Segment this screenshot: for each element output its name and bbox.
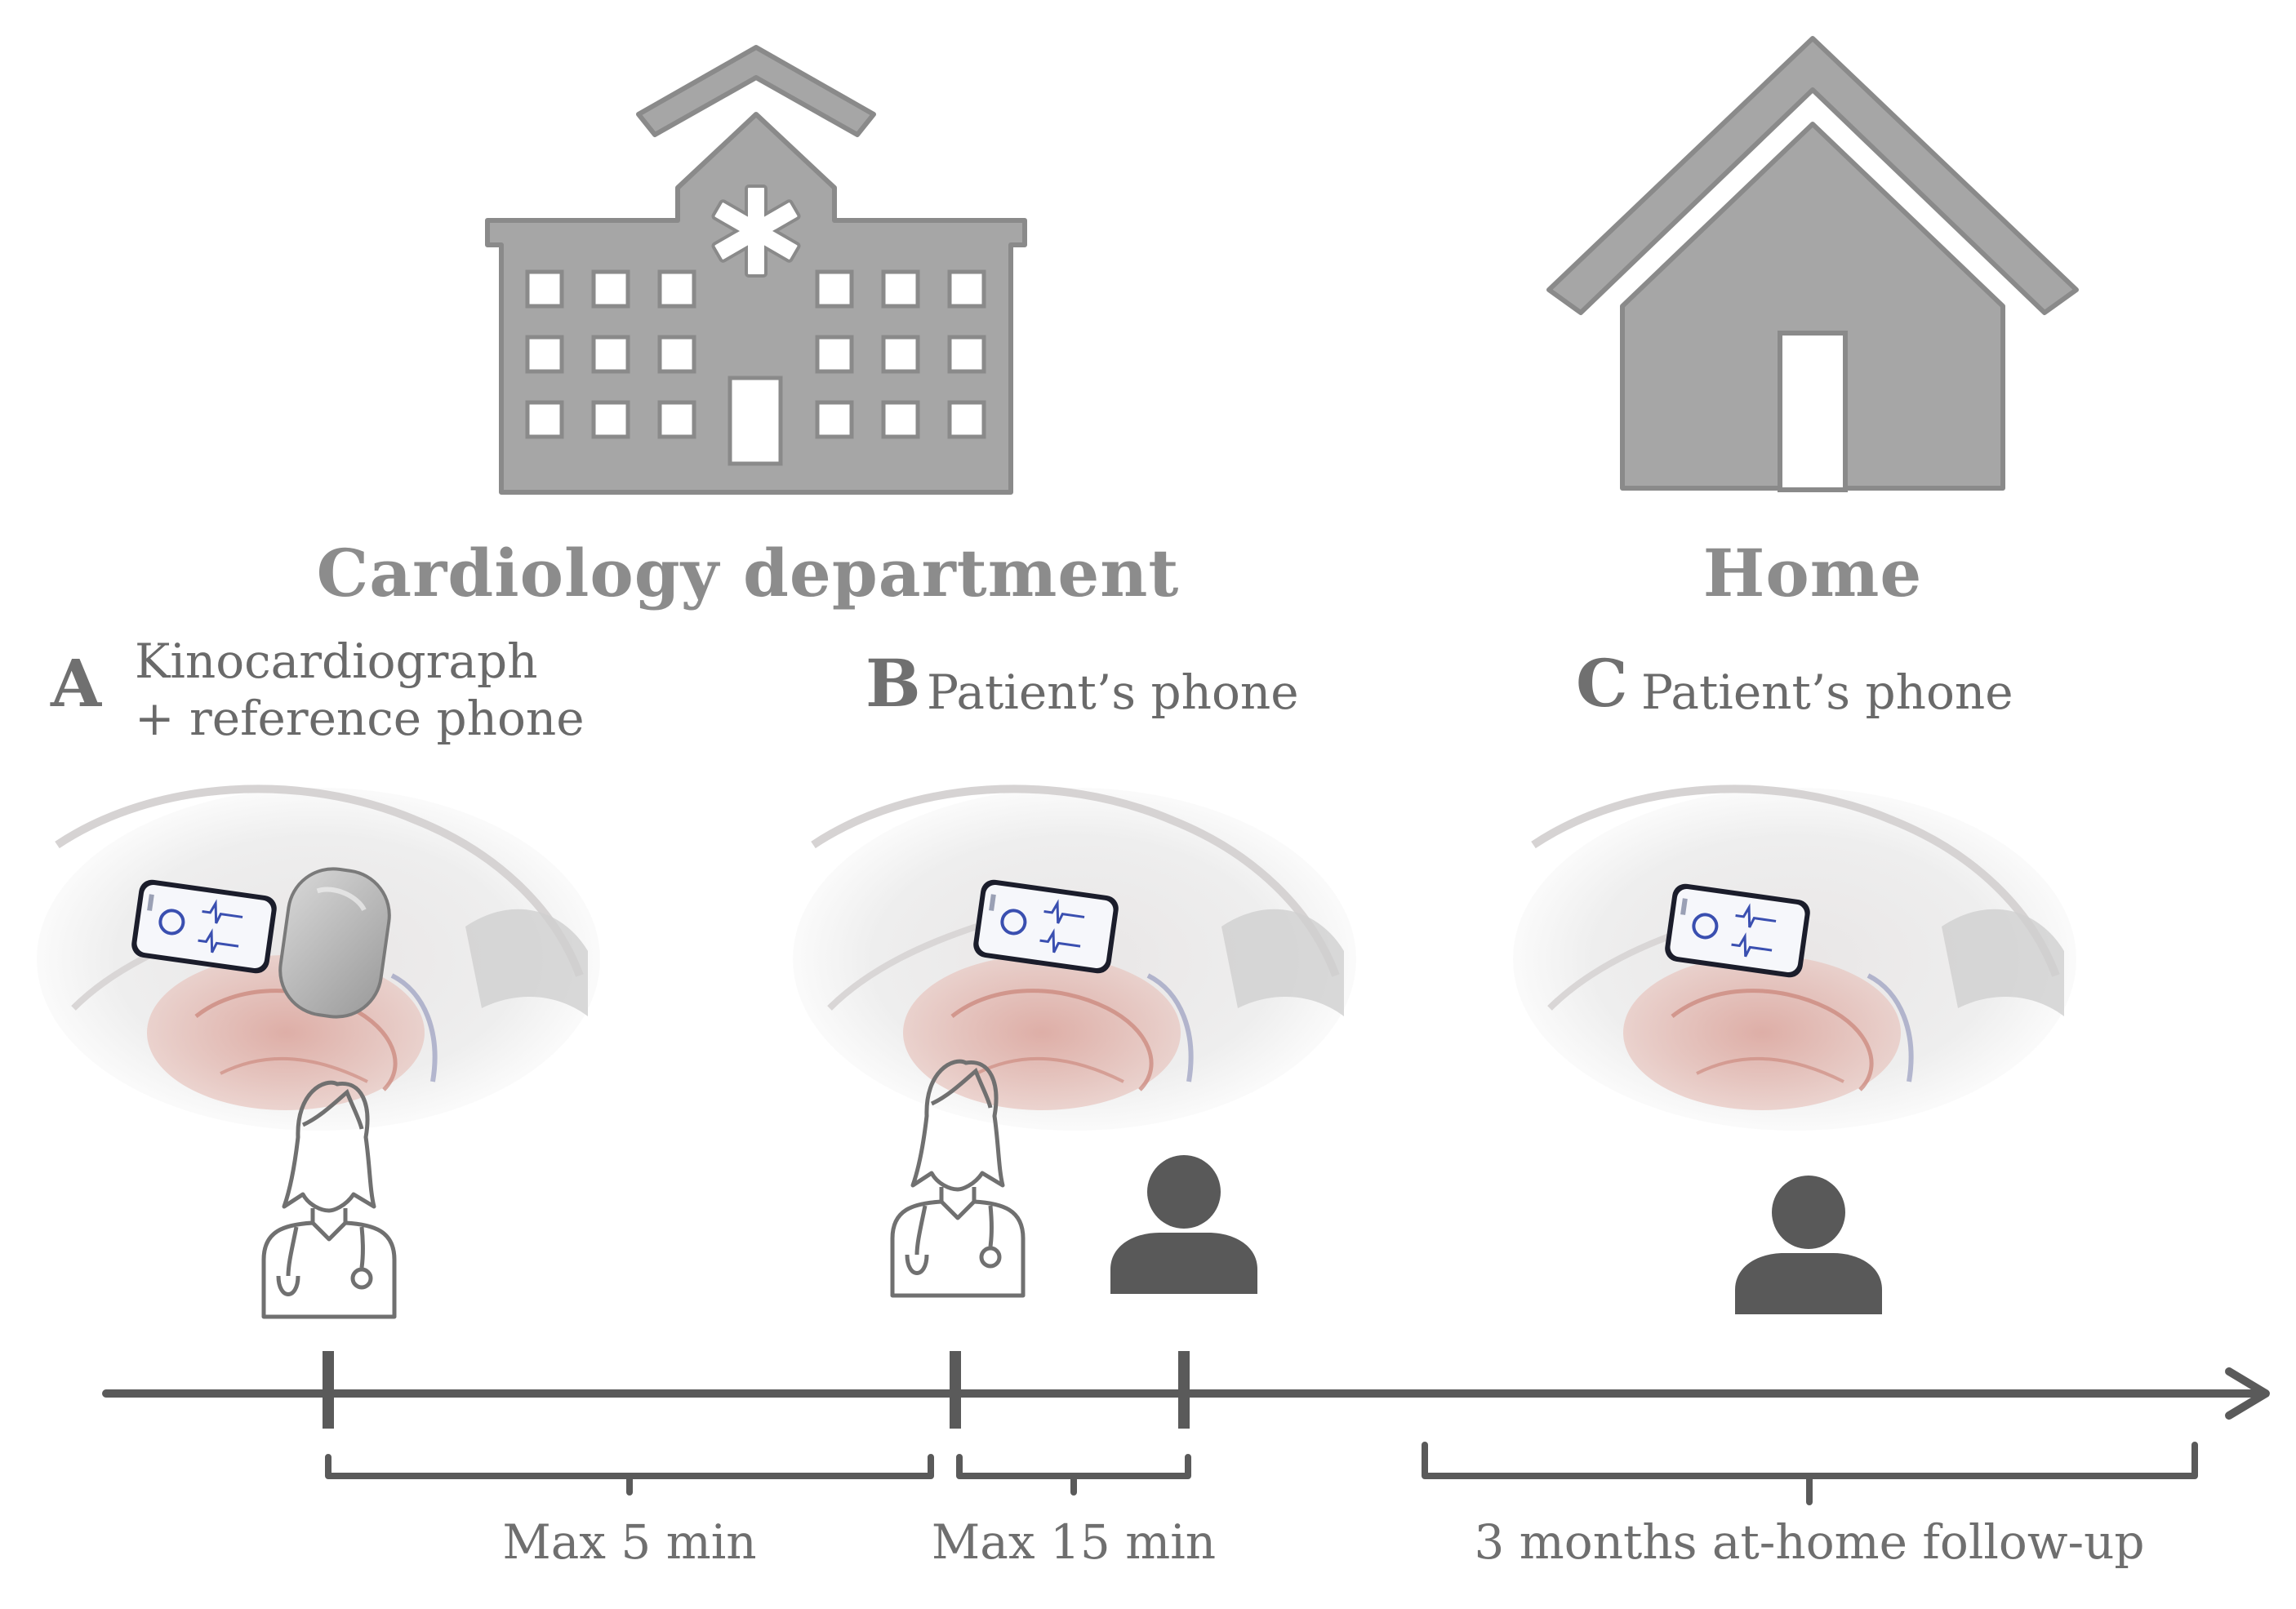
step-c-text: Patient’s phone xyxy=(1641,664,2013,720)
hospital-label: Cardiology department xyxy=(316,535,1180,611)
patient-icon xyxy=(1110,1155,1257,1294)
timeline xyxy=(102,1351,2270,1505)
step-a-line1: Kinocardiograph xyxy=(135,633,538,689)
house-icon xyxy=(1546,36,2079,492)
bracket-max-5-min xyxy=(325,1454,934,1496)
step-c-letter: C xyxy=(1576,645,1628,722)
duration-max-5-min: Max 5 min xyxy=(502,1514,757,1570)
patient-icon xyxy=(1735,1176,1882,1314)
step-b-letter: B xyxy=(865,645,921,722)
step-a-image xyxy=(37,788,600,1131)
step-b-text: Patient’s phone xyxy=(927,664,1299,720)
bracket-max-15-min xyxy=(956,1454,1191,1496)
step-a-letter: A xyxy=(51,645,102,722)
timeline-arrowhead xyxy=(2225,1367,2270,1420)
step-b-image xyxy=(793,788,1356,1131)
step-a-line2: + reference phone xyxy=(135,691,585,746)
hospital-icon xyxy=(485,45,1027,495)
home-label: Home xyxy=(1702,535,1923,611)
bracket-follow-up xyxy=(1422,1442,2198,1505)
step-c-image xyxy=(1513,788,2076,1131)
duration-max-15-min: Max 15 min xyxy=(931,1514,1217,1570)
duration-follow-up: 3 months at-home follow-up xyxy=(1474,1514,2145,1570)
